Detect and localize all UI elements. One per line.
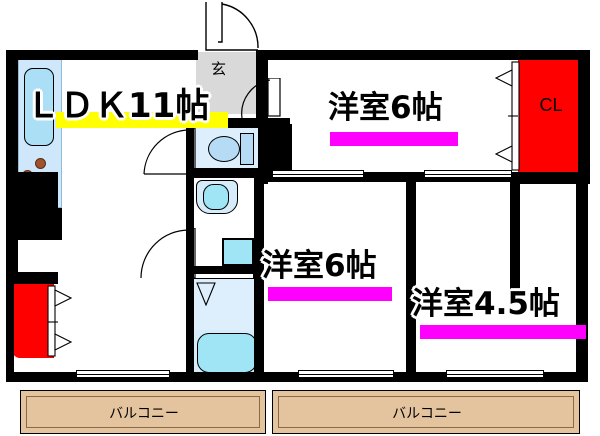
wall-right — [578, 50, 590, 184]
wall-wetcore-left — [186, 118, 194, 174]
wall-closet-right-bottom — [508, 172, 586, 182]
wall-wetcore-left2 — [186, 176, 194, 220]
ldk-underline — [56, 112, 228, 128]
balcony-left-border — [26, 396, 260, 428]
closet-left — [12, 282, 54, 358]
balcony-right: バルコニー — [272, 390, 580, 434]
wall-left-closet-top — [6, 272, 58, 284]
room-mid-underline — [268, 287, 392, 301]
washing-machine-icon — [222, 238, 254, 266]
closet-right-label: CL — [539, 95, 563, 115]
shower-marker-icon — [196, 282, 216, 307]
genkan-label: 玄 — [211, 60, 227, 78]
wall-mid-right-divider — [406, 180, 416, 380]
window-top-right-room-b-line — [424, 174, 512, 175]
wall-stub-top — [406, 172, 416, 188]
wall-top-left — [16, 50, 198, 60]
wall-wetcore-left3 — [186, 220, 194, 380]
entrance-door-icon — [202, 2, 262, 54]
window-ldk-balcony-line — [76, 374, 170, 375]
wall-left-lower — [6, 282, 14, 380]
balcony-left: バルコニー — [20, 390, 266, 434]
window-right-room-balcony-line — [446, 374, 544, 375]
balcony-left-label: バルコニー — [109, 406, 179, 422]
closet-left-door-icon — [44, 284, 73, 358]
wall-top-right-room-left — [258, 50, 268, 184]
wall-wetcore-right2 — [254, 168, 264, 380]
room-mid-label: 洋室6帖 — [262, 248, 377, 284]
room-mid-fill — [262, 180, 414, 380]
wall-left-block-mid — [6, 226, 18, 282]
bathtub-icon — [197, 333, 257, 373]
room-right-underline — [420, 325, 586, 339]
room-right-label: 洋室4.5帖 — [412, 286, 560, 322]
closet-right — [518, 56, 578, 174]
wall-bottom-right — [262, 372, 588, 382]
kitchen-sink-icon — [24, 68, 54, 146]
window-mid-room-balcony-line — [298, 374, 394, 375]
toilet-icon — [208, 136, 240, 162]
room-right-fill — [414, 180, 580, 380]
stove-burner-icon — [35, 158, 46, 169]
toilet-tank-icon — [240, 133, 254, 165]
washbasin-icon — [203, 184, 229, 210]
wall-mid-horizontal — [262, 172, 582, 182]
balcony-right-border — [278, 396, 574, 428]
wall-wetcore-mid — [186, 168, 262, 178]
wall-right-room-inset-v — [510, 174, 520, 302]
wall-kitchen-base — [18, 208, 62, 240]
window-top-right-room-a-line — [272, 174, 364, 175]
room-top-right-underline — [330, 132, 458, 146]
bathroom-upper-floor — [192, 278, 262, 330]
wall-bath-divider — [186, 266, 262, 274]
wall-right-lower — [576, 184, 588, 380]
wall-left-upper — [6, 50, 18, 172]
balcony-right-label: バルコニー — [392, 406, 462, 422]
wall-top-right — [256, 50, 580, 60]
genkan-floor — [196, 52, 258, 114]
ldk-label: ＬＤＫ11帖 — [26, 86, 210, 126]
room-top-right-label: 洋室6帖 — [328, 90, 443, 126]
closet-right-door-icon — [494, 60, 520, 172]
